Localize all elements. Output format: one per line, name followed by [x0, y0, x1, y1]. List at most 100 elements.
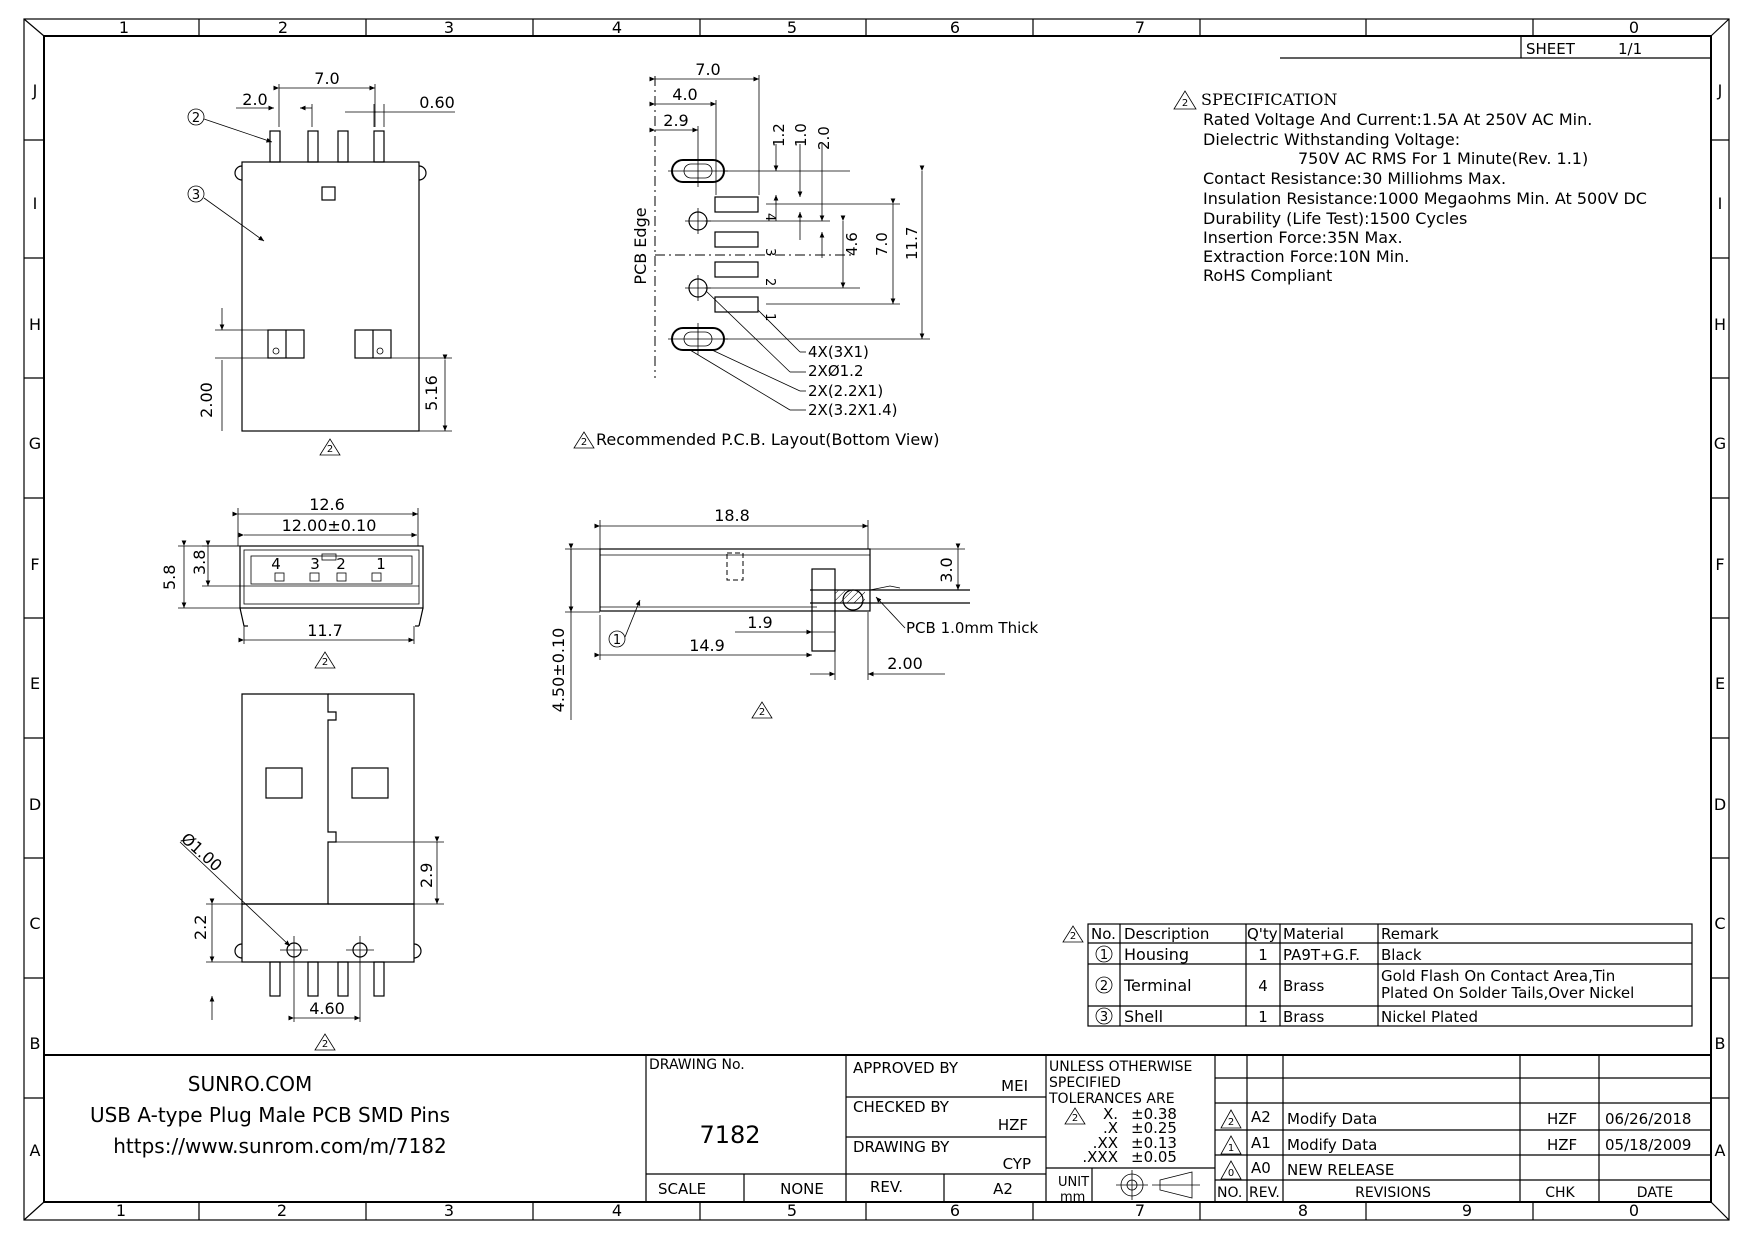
- zone-col-bottom-5: 5: [787, 1201, 797, 1220]
- side-rev-mark: 2: [759, 707, 765, 718]
- spec-line-9: RoHS Compliant: [1203, 266, 1332, 285]
- side-dim-14-9: 14.9: [689, 636, 725, 655]
- front-pin-4: 4: [271, 555, 281, 573]
- sheet-frame: [23, 18, 1730, 1221]
- zone-row-right-E: E: [1715, 674, 1725, 693]
- front-dim-outer: 12.6: [309, 495, 345, 514]
- rev-row3-desc: NEW RELEASE: [1287, 1161, 1394, 1179]
- spec-line-8: Extraction Force:10N Min.: [1203, 247, 1409, 266]
- front-pin-1: 1: [376, 555, 386, 573]
- rev-header-chk: CHK: [1545, 1185, 1575, 1201]
- pcb-note-1: 4X(3X1): [808, 343, 869, 361]
- tol-val-3: ±0.13: [1131, 1134, 1177, 1152]
- pin-1: [373, 130, 385, 163]
- zone-ticks: [24, 19, 1729, 1220]
- drawing-no-label: DRAWING No.: [649, 1057, 745, 1073]
- pcb-dim-4: 4.0: [672, 85, 697, 104]
- bom-row2-no: 2: [1100, 979, 1108, 994]
- front-contact-2: [336, 572, 347, 582]
- sheet-number-box: SHEET 1/1: [1280, 36, 1711, 59]
- pcb-dim-2-9: 2.9: [663, 111, 688, 130]
- pad-2: [714, 261, 759, 278]
- pcb-caption: Recommended P.C.B. Layout(Bottom View): [596, 430, 940, 449]
- bottom-dim-2-9: 2.9: [417, 863, 436, 888]
- bottom-window-right: [351, 767, 389, 799]
- bom-row1-qty: 1: [1258, 946, 1268, 964]
- projection-symbol-icon: [1116, 1170, 1200, 1200]
- pcb-dim-2-0: 2.0: [815, 126, 833, 150]
- side-terminal-leg: [811, 568, 836, 652]
- tol-val-4: ±0.05: [1131, 1148, 1177, 1166]
- zone-row-right-F: F: [1715, 555, 1724, 574]
- zone-row-right-A: A: [1715, 1141, 1726, 1160]
- rev-row2-desc: Modify Data: [1287, 1136, 1377, 1154]
- side-dim-3: 3.0: [937, 557, 956, 582]
- pcb-edge-label: PCB Edge: [631, 207, 650, 284]
- zone-row-left-I: I: [33, 194, 38, 213]
- zone-row-left-B: B: [30, 1034, 41, 1053]
- pin-2: [337, 130, 349, 163]
- rev-row1-date: 06/26/2018: [1605, 1110, 1691, 1128]
- revision-triangle-icon: [1220, 1109, 1242, 1129]
- bom-row2-material: Brass: [1283, 977, 1324, 995]
- rev-header-date: DATE: [1637, 1185, 1673, 1201]
- bottom-dim-4-60: 4.60: [309, 999, 345, 1018]
- side-view: 18.8 4.50±0.10 3.0 1.9 14.9 2.00 PCB 1.0…: [549, 506, 1039, 720]
- zone-row-right-J: J: [1717, 81, 1723, 100]
- side-dim-1-9: 1.9: [747, 613, 772, 632]
- zone-col-bottom-4: 4: [612, 1201, 622, 1220]
- rev-header-desc: REVISIONS: [1355, 1185, 1431, 1201]
- zone-row-left-A: A: [30, 1141, 41, 1160]
- zone-row-right-G: G: [1714, 434, 1726, 453]
- rev-row2-date: 05/18/2009: [1605, 1136, 1691, 1154]
- spec-line-1: Rated Voltage And Current:1.5A At 250V A…: [1203, 110, 1592, 129]
- bottom-window-left: [265, 767, 303, 799]
- revision-triangle-icon: [573, 431, 595, 449]
- rev-row2-chk: HZF: [1547, 1136, 1577, 1154]
- rev-value: A2: [993, 1180, 1013, 1198]
- tol-line-3: TOLERANCES ARE: [1048, 1091, 1175, 1107]
- zone-col-bottom-0: 0: [1629, 1201, 1639, 1220]
- rev-row2-rev: A1: [1251, 1134, 1271, 1152]
- top-view-rev-mark: 2: [327, 444, 333, 455]
- tol-key-2: .X: [1103, 1119, 1118, 1137]
- zone-row-left-D: D: [29, 795, 41, 814]
- zone-row-left-J: J: [32, 81, 38, 100]
- rev-row3-rev: A0: [1251, 1159, 1271, 1177]
- callout-shell: 3: [192, 188, 200, 203]
- zone-col-top-2: 2: [278, 18, 288, 37]
- pcb-dim-11-7: 11.7: [903, 227, 921, 260]
- shell-window: [321, 186, 336, 201]
- zone-row-left-E: E: [30, 674, 40, 693]
- pad-number-3: 3: [762, 248, 777, 256]
- revision-triangle-icon: [751, 701, 773, 719]
- bom-row1-desc: Housing: [1124, 945, 1189, 964]
- bom-row1-material: PA9T+G.F.: [1283, 946, 1360, 964]
- bom-row2-desc: Terminal: [1123, 976, 1192, 995]
- zone-col-top-7: 7: [1135, 18, 1145, 37]
- zone-row-right-I: I: [1718, 194, 1723, 213]
- bom-header-remark: Remark: [1381, 925, 1439, 943]
- zone-labels-bottom: 1 2 3 4 5 6 7 8 9 0: [116, 1201, 1639, 1220]
- zone-labels-right: J I H G F E D C B A: [1714, 81, 1726, 1160]
- zone-labels-left: J I H G F E D C B A: [29, 81, 41, 1160]
- zone-col-bottom-8: 8: [1298, 1201, 1308, 1220]
- rev-header-rev: REV.: [1249, 1185, 1280, 1201]
- bom-row3-desc: Shell: [1124, 1007, 1163, 1026]
- bom-header-description: Description: [1124, 925, 1209, 943]
- top-view: 7.0 2.0 0.60 2.00 5.16 2 3 2: [187, 69, 455, 456]
- pad-4: [714, 196, 759, 213]
- zone-col-top-5: 5: [787, 18, 797, 37]
- drawn-value: CYP: [1003, 1155, 1031, 1173]
- zone-col-bottom-9: 9: [1462, 1201, 1472, 1220]
- zone-row-right-B: B: [1715, 1034, 1726, 1053]
- shell-outline: [241, 161, 420, 432]
- zone-col-top-4: 4: [612, 18, 622, 37]
- spec-line-7: Insertion Force:35N Max.: [1203, 228, 1403, 247]
- spec-line-4: Contact Resistance:30 Milliohms Max.: [1203, 169, 1506, 188]
- revision-triangle-icon: [1062, 925, 1084, 943]
- bom-table: 2 No. Description Q'ty Material Remark 1…: [1062, 923, 1693, 1027]
- dim-pitch: 2.0: [242, 90, 267, 109]
- scale-value: NONE: [780, 1180, 824, 1198]
- tol-key-4: .XXX: [1082, 1148, 1118, 1166]
